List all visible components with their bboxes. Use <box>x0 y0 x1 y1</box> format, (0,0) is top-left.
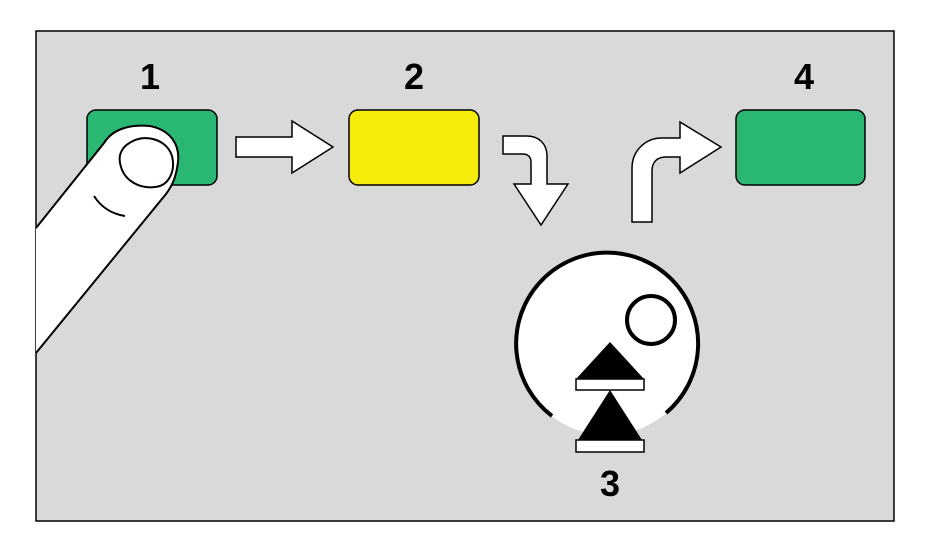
flow-arrow-icon <box>502 135 570 227</box>
up-arrow-icon <box>575 342 645 453</box>
step-3-label: 3 <box>600 463 620 504</box>
step-4-label: 4 <box>794 56 814 97</box>
finger-press-icon <box>35 124 180 354</box>
dial-position-marker <box>625 294 677 346</box>
step-2-yellow-indicator <box>348 109 480 186</box>
step-1-label: 1 <box>140 56 160 97</box>
flow-arrow-icon <box>235 119 335 175</box>
step-2-label: 2 <box>404 56 424 97</box>
rotary-dial-icon <box>514 250 701 453</box>
flow-arrow-icon <box>631 120 723 223</box>
step-4-green-indicator <box>735 109 866 186</box>
panel-background <box>35 30 895 522</box>
